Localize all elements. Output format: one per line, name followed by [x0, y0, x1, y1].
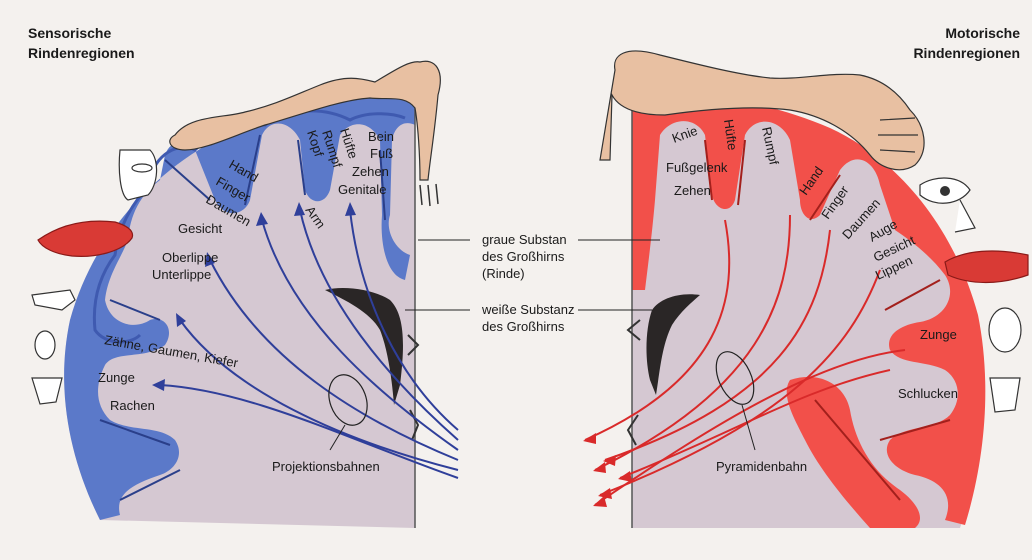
white-matter-label-line2: des Großhirns	[482, 319, 565, 334]
motor-throat-drawing	[990, 378, 1020, 412]
sensory-label-unterlippe: Unterlippe	[152, 267, 211, 282]
motor-title-line1: Motorische	[945, 25, 1020, 41]
grey-matter-label-line3: (Rinde)	[482, 266, 525, 281]
sensory-label-zunge: Zunge	[98, 370, 135, 385]
motor-arrowhead-5	[618, 471, 632, 482]
motor-label-fussgelenk: Fußgelenk	[666, 160, 728, 175]
motor-arrowhead-2	[593, 462, 606, 473]
motor-label-zunge: Zunge	[920, 327, 957, 342]
sensory-label-fuss: Fuß	[370, 146, 393, 161]
sensory-label-gesicht: Gesicht	[178, 221, 222, 236]
white-matter-label-line1: weiße Substanz	[481, 302, 575, 317]
motor-label-schlucken: Schlucken	[898, 386, 958, 401]
motor-hemisphere	[583, 51, 1028, 528]
sensory-title-line1: Sensorische	[28, 25, 111, 41]
motor-label-zehen: Zehen	[674, 183, 711, 198]
sensory-throat-drawing	[32, 378, 62, 404]
sensory-label-bein: Bein	[368, 129, 394, 144]
projection-label: Projektionsbahnen	[272, 459, 380, 474]
motor-arrowhead-1	[583, 433, 596, 444]
sensory-label-zehen: Zehen	[352, 164, 389, 179]
motor-mouth-drawing	[989, 308, 1021, 352]
sensory-label-genitale: Genitale	[338, 182, 386, 197]
motor-eye-pupil	[940, 186, 950, 196]
sensory-label-oberlippe: Oberlippe	[162, 250, 218, 265]
motor-title-line2: Rindenregionen	[913, 45, 1020, 61]
pyramidal-label: Pyramidenbahn	[716, 459, 807, 474]
grey-matter-label-line1: graue Substan	[482, 232, 567, 247]
sensory-tongue-drawing	[35, 331, 55, 359]
sensory-jaw-drawing	[32, 290, 75, 310]
sensory-toes-drawing	[420, 184, 438, 206]
motor-arrowhead-4	[598, 488, 612, 499]
sensory-title-line2: Rindenregionen	[28, 45, 135, 61]
motor-nose-drawing	[955, 200, 975, 232]
sensory-label-rachen: Rachen	[110, 398, 155, 413]
grey-matter-label-line2: des Großhirns	[482, 249, 565, 264]
sensory-hemisphere	[32, 61, 458, 528]
motor-arrowheads	[583, 433, 632, 507]
motor-lips-drawing	[945, 251, 1028, 283]
